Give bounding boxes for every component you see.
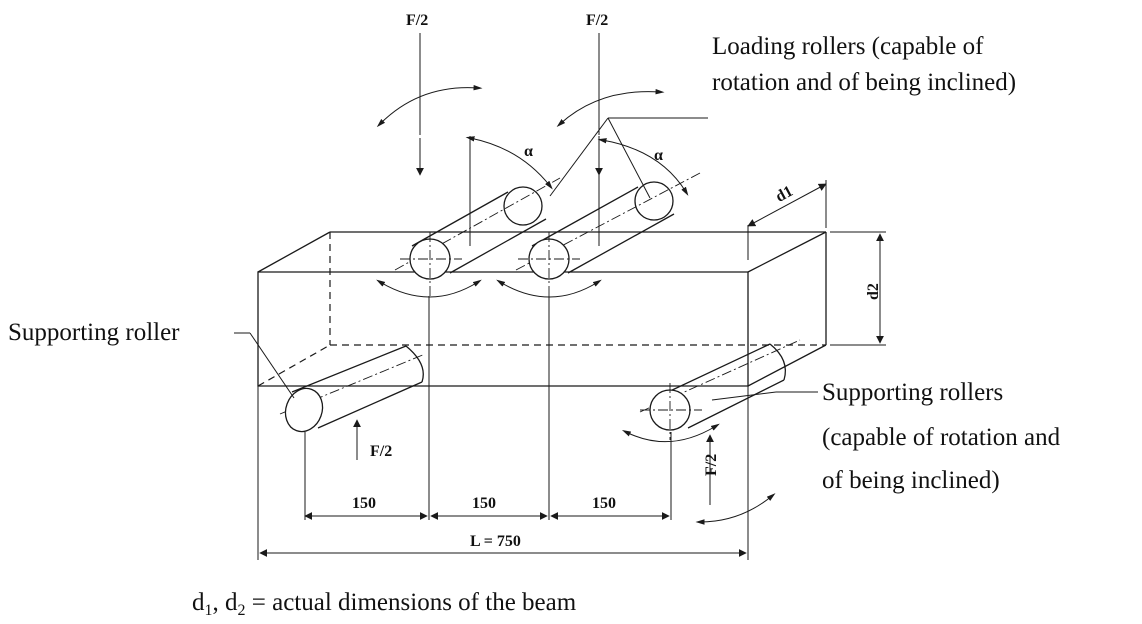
callout-supporting-rollers-line1: Supporting rollers: [822, 379, 1003, 406]
angle-label-left: α: [524, 143, 533, 160]
d2-label: d2: [865, 283, 882, 300]
callout-supporting-rollers-line2: (capable of rotation and: [822, 424, 1061, 451]
rotation-arc-under-right: [496, 279, 602, 298]
load-label-left: F/2: [406, 12, 428, 29]
load-lines: [257, 136, 749, 560]
caption-rest: = actual dimensions of the beam: [246, 589, 577, 616]
load-label-right: F/2: [586, 12, 608, 29]
callout-loading-rollers-line2: rotation and of being inclined): [712, 69, 1016, 96]
supporting-roller-left: [279, 345, 426, 433]
loading-roller-left: [394, 177, 561, 296]
d1-dimension: [747, 180, 827, 260]
callout-loading-rollers: [549, 117, 708, 199]
spacing-label-1: 150: [352, 495, 376, 512]
span-label: L = 750: [470, 533, 521, 550]
rotation-arc-support-bottom: [695, 493, 776, 525]
d1-label: d1: [773, 183, 796, 206]
caption-sub1: 1: [205, 602, 213, 619]
angle-arc-left: [465, 136, 553, 190]
rotation-arc-top-left: [376, 84, 483, 128]
angle-arc-right: [597, 138, 689, 196]
callout-loading-rollers-line1: Loading rollers (capable of: [712, 33, 984, 60]
supporting-roller-right: [639, 339, 801, 440]
rotation-arc-under-left: [376, 279, 482, 298]
span-dimensions: [259, 512, 747, 557]
caption: d1, d2 = actual dimensions of the beam: [192, 589, 577, 619]
reaction-label-left: F/2: [370, 443, 392, 460]
spacing-label-2: 150: [472, 495, 496, 512]
callout-supporting-roller-text: Supporting roller: [8, 319, 180, 346]
reaction-label-right: F/2: [703, 454, 720, 476]
d2-dimension: [830, 231, 886, 346]
callout-supporting-rollers-line3: of being inclined): [822, 467, 1000, 494]
angle-label-right: α: [654, 147, 663, 164]
rotation-arc-top-right: [556, 89, 665, 128]
caption-sep: , d: [213, 589, 239, 616]
rotation-arc-support-right: [621, 423, 720, 443]
caption-d: d: [192, 589, 205, 616]
caption-sub2: 2: [238, 602, 246, 619]
loading-roller-right: [515, 172, 701, 296]
callout-supporting-roller: [234, 332, 295, 399]
callout-supporting-rollers: [711, 391, 818, 401]
spacing-label-3: 150: [592, 495, 616, 512]
